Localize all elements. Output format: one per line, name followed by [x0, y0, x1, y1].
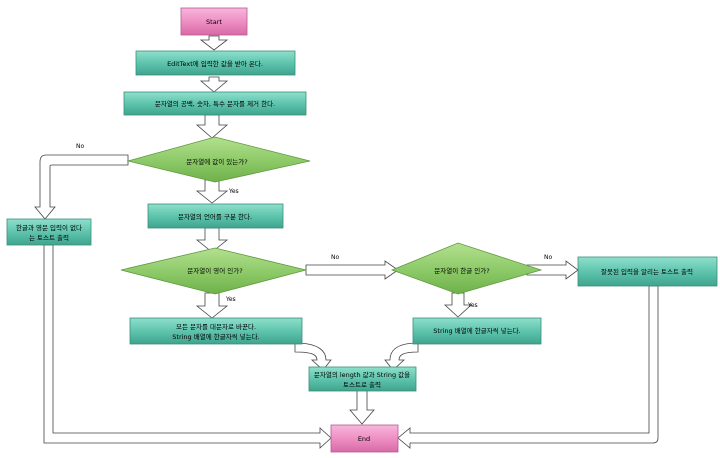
process-no-input-toast-line1: 한글과 영문 입력이 없다	[16, 223, 82, 232]
arrow-english-output	[294, 342, 332, 371]
process-get-input	[135, 50, 296, 76]
process-classify-language-label: 문자열의 언어를 구분 한다.	[178, 212, 252, 221]
arrow-decision1-leftbox	[34, 154, 129, 220]
start-terminal	[180, 7, 248, 36]
decision-is-korean-label: 문자열이 한글 인가?	[434, 266, 489, 275]
arrow-output-end	[349, 389, 375, 425]
process-output-toast	[308, 366, 417, 392]
decision-is-english	[120, 247, 307, 295]
label-yes-decision3: Yes	[467, 302, 478, 309]
arrow-decision2-decision3	[305, 260, 399, 280]
process-output-toast-line1: 문자열의 length 값과 String 값을	[314, 370, 410, 379]
decision-has-value	[126, 136, 311, 183]
process-classify-language	[147, 203, 284, 229]
process-remove-chars-label: 문자열의 공백, 숫자, 특수 문자를 제거 한다.	[155, 99, 275, 108]
process-no-input-toast	[6, 218, 92, 246]
arrow-rightbox-end	[397, 285, 659, 449]
arrow-decision2-english	[195, 292, 229, 319]
process-output-toast-line2: 토스트로 출력	[343, 380, 381, 389]
arrow-korean-output	[384, 342, 419, 371]
process-invalid-input-toast-label: 잘못된 입력을 알리는 토스트 출력	[601, 267, 693, 276]
process-get-input-label: EditText에 입력한 값을 받아 온다.	[167, 59, 263, 68]
process-english-uppercase-line2: String 배열에 한글자씩 넣는다.	[172, 332, 259, 341]
process-remove-chars	[123, 91, 307, 116]
process-invalid-input-toast	[577, 256, 718, 287]
label-yes-decision2: Yes	[225, 296, 236, 303]
process-english-uppercase	[129, 317, 303, 345]
arrow-decision1-step3	[195, 179, 229, 204]
arrow-step2-decision1	[195, 114, 229, 139]
arrow-step1-step2	[199, 76, 229, 93]
arrow-step3-decision2	[195, 227, 229, 253]
decision-is-korean	[390, 242, 543, 295]
process-no-input-toast-line2: 는 토스트 출력	[29, 233, 69, 242]
end-terminal	[330, 424, 399, 453]
label-yes-decision1: Yes	[228, 188, 239, 195]
start-label: Start	[206, 18, 222, 26]
arrow-decision3-rightbox	[526, 260, 579, 280]
arrow-leftbox-end	[43, 244, 332, 449]
process-english-uppercase-line1: 모든 문자를 대문자로 바꾼다.	[176, 322, 256, 331]
label-no-decision2: No	[331, 254, 339, 261]
arrow-start-step1	[199, 35, 229, 51]
process-korean-array	[412, 317, 542, 345]
end-label: End	[358, 435, 370, 443]
label-no-decision3: No	[544, 254, 552, 261]
arrow-decision3-korean	[443, 292, 473, 318]
decision-is-english-label: 문자열이 영어 인가?	[187, 266, 242, 275]
decision-has-value-label: 문자열에 값이 있는가?	[186, 157, 247, 166]
process-korean-array-label: String 배열에 한글자씩 넣는다.	[433, 326, 520, 335]
label-no-decision1: No	[76, 143, 84, 150]
